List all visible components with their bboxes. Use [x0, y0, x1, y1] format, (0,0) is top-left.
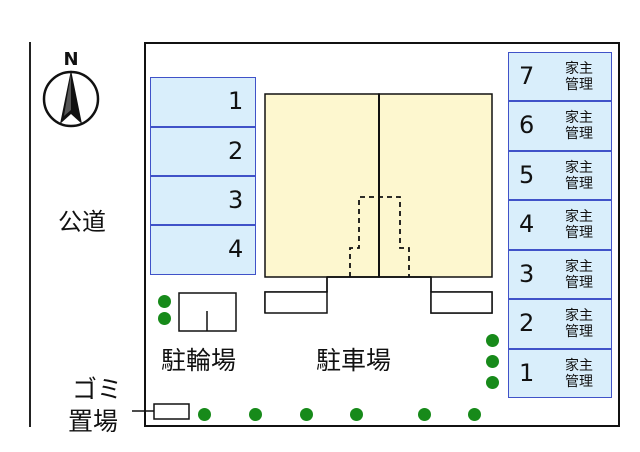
slot-number: 2 — [519, 309, 535, 337]
slot-number: 7 — [519, 62, 535, 90]
slot-number: 5 — [519, 161, 535, 189]
slot-number: 3 — [228, 186, 244, 214]
tree-icon — [486, 355, 499, 368]
parking-slot-left-2: 2 — [150, 127, 256, 176]
tree-icon — [350, 408, 363, 421]
slot-number: 3 — [519, 260, 535, 288]
owner-managed-note: 家主管理 — [565, 160, 593, 192]
slot-number: 1 — [228, 87, 244, 115]
parking-slot-right-3: 3 家主管理 — [508, 250, 612, 299]
road-label: 公道 — [58, 208, 106, 236]
slot-number: 6 — [519, 111, 535, 139]
north-compass-icon: N — [40, 48, 102, 132]
tree-icon — [468, 408, 481, 421]
road-edge-line — [29, 42, 31, 427]
owner-managed-note: 家主管理 — [565, 358, 593, 390]
stair-outline — [349, 196, 410, 277]
tree-icon — [300, 408, 313, 421]
garbage-label-line1: ゴミ — [72, 375, 123, 404]
building-unit-left — [264, 93, 380, 278]
owner-managed-note: 家主管理 — [565, 259, 593, 291]
parking-slot-right-7: 7 家主管理 — [508, 52, 612, 101]
parking-slot-right-1: 1 家主管理 — [508, 349, 612, 398]
tree-icon — [249, 408, 262, 421]
garbage-box — [153, 403, 190, 420]
parking-slot-right-4: 4 家主管理 — [508, 200, 612, 250]
tree-icon — [198, 408, 211, 421]
garbage-label-line2: 置場 — [68, 407, 119, 436]
parking-slot-right-6: 6 家主管理 — [508, 101, 612, 151]
building-unit-right — [378, 93, 493, 278]
slot-number: 2 — [228, 137, 244, 165]
owner-managed-note: 家主管理 — [565, 308, 593, 340]
owner-managed-note: 家主管理 — [565, 110, 593, 142]
slot-number: 1 — [519, 359, 535, 387]
car-parking-label: 駐車場 — [316, 346, 392, 375]
north-label: N — [63, 49, 78, 70]
tree-icon — [158, 295, 171, 308]
parking-slot-right-2: 2 家主管理 — [508, 299, 612, 349]
tree-icon — [486, 376, 499, 389]
parking-slot-left-4: 4 — [150, 225, 256, 275]
parking-slot-right-5: 5 家主管理 — [508, 151, 612, 200]
tree-icon — [486, 334, 499, 347]
parking-slot-left-1: 1 — [150, 77, 256, 127]
owner-managed-note: 家主管理 — [565, 61, 593, 93]
slot-number: 4 — [519, 210, 535, 238]
bicycle-parking-label: 駐輪場 — [161, 346, 237, 375]
parking-slot-left-3: 3 — [150, 176, 256, 225]
tree-icon — [158, 312, 171, 325]
owner-managed-note: 家主管理 — [565, 209, 593, 241]
tree-icon — [418, 408, 431, 421]
slot-number: 4 — [228, 235, 244, 263]
